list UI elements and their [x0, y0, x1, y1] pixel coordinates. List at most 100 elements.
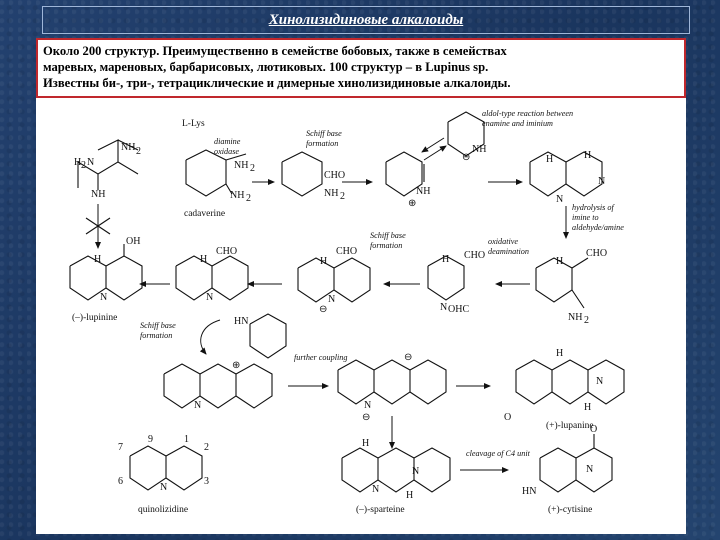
svg-text:N: N: [100, 292, 107, 303]
svg-text:2: 2: [250, 163, 255, 174]
svg-text:H: H: [442, 254, 449, 265]
lupinine-label: (–)-lupinine: [72, 312, 117, 323]
svg-text:O: O: [504, 412, 511, 423]
svg-text:H: H: [200, 254, 207, 265]
svg-text:NH: NH: [121, 142, 135, 153]
svg-text:2: 2: [204, 442, 209, 453]
svg-text:H: H: [406, 490, 413, 501]
svg-text:9: 9: [148, 434, 153, 445]
svg-text:N: N: [206, 292, 213, 303]
svg-text:H: H: [546, 154, 553, 165]
slide-title: Хинолизидиновые алкалоиды: [42, 6, 690, 34]
svg-text:N: N: [598, 176, 605, 187]
svg-text:⊕: ⊕: [232, 360, 240, 371]
svg-text:N: N: [328, 294, 335, 305]
step-diamine-oxidase-1: diamine: [214, 137, 241, 146]
piperidine-structure: HN: [234, 313, 287, 359]
svg-text:⊕: ⊕: [408, 198, 416, 209]
quinolizidine-aldehyde-structure: CHO H N: [175, 246, 249, 303]
step-schiff-2a: Schiff base: [370, 231, 406, 240]
cadaverine-label: cadaverine: [184, 209, 225, 219]
svg-text:N: N: [586, 464, 593, 475]
svg-text:2: 2: [136, 146, 141, 157]
svg-text:NH: NH: [324, 188, 338, 199]
lupanine-label: (+)-lupanine: [546, 420, 594, 431]
svg-text:N: N: [556, 194, 563, 205]
start-label: L-Lys: [182, 119, 205, 129]
svg-text:N: N: [596, 376, 603, 387]
svg-text:⊖: ⊖: [319, 304, 327, 315]
description-line-3: Известны би-, три-, тетрациклические и д…: [43, 76, 511, 90]
svg-text:N: N: [372, 484, 379, 495]
cytisine-label: (+)-cytisine: [548, 504, 592, 515]
step-schiff-1b: formation: [306, 139, 338, 148]
svg-text:⊖: ⊖: [362, 412, 370, 423]
svg-text:H: H: [362, 438, 369, 449]
step-hydrolysis-1: hydrolysis of: [572, 203, 615, 212]
step-schiff-2b: formation: [370, 241, 402, 250]
svg-text:N: N: [412, 466, 419, 477]
description-box: Около 200 структур. Преимущественно в се…: [36, 38, 686, 98]
step-aldol-1: aldol-type reaction between: [482, 109, 573, 118]
svg-text:N: N: [440, 302, 447, 313]
svg-text:H: H: [320, 256, 327, 267]
step-schiff-1a: Schiff base: [306, 129, 342, 138]
svg-text:H: H: [556, 348, 563, 359]
svg-text:2: 2: [81, 160, 86, 171]
svg-text:N: N: [194, 400, 201, 411]
svg-text:NH: NH: [568, 312, 582, 323]
svg-text:2: 2: [584, 315, 589, 326]
lupanine-structure: H H O N: [504, 348, 625, 423]
piperideine-structure: NH ⊕ NH ⊖: [385, 111, 486, 209]
step-aldol-2: enamine and iminium: [482, 119, 553, 128]
svg-text:⊖: ⊖: [462, 152, 470, 163]
svg-text:CHO: CHO: [464, 250, 485, 261]
svg-text:N: N: [87, 157, 94, 168]
step-diamine-oxidase-2: oxidase: [214, 147, 239, 156]
svg-text:O: O: [590, 424, 597, 435]
sparteine-structure: H H N N: [341, 438, 451, 501]
step-oxidative-1: oxidative: [488, 237, 518, 246]
svg-text:NH: NH: [230, 190, 244, 201]
svg-text:N: N: [160, 482, 167, 493]
sparteine-label: (–)-sparteine: [356, 504, 405, 515]
step-schiff-3a: Schiff base: [140, 321, 176, 330]
step-hydrolysis-3: aldehyde/amine: [572, 223, 624, 232]
step-schiff-3b: formation: [140, 331, 172, 340]
svg-text:OHC: OHC: [448, 304, 469, 315]
cytisine-structure: O HN N: [522, 424, 613, 497]
step-oxidative-2: deamination: [488, 247, 529, 256]
svg-text:H: H: [584, 402, 591, 413]
svg-text:HN: HN: [522, 486, 536, 497]
svg-text:CHO: CHO: [216, 246, 237, 257]
lupinine-structure: OH H N: [69, 236, 143, 303]
svg-text:NH: NH: [472, 144, 486, 155]
step-cleavage: cleavage of C4 unit: [466, 449, 531, 458]
quinolizidine-structure: N 7 6 9 2 3 1: [118, 434, 209, 493]
svg-text:NH: NH: [416, 186, 430, 197]
arrow-curved: [199, 319, 221, 355]
svg-text:CHO: CHO: [586, 248, 607, 259]
svg-text:H: H: [74, 157, 81, 168]
svg-text:CHO: CHO: [324, 170, 345, 181]
svg-text:H: H: [94, 254, 101, 265]
svg-text:1: 1: [184, 434, 189, 445]
step-hydrolysis-2: imine to: [572, 213, 599, 222]
svg-text:⊖: ⊖: [404, 352, 412, 363]
tetracyclic-intermediate-structure: ⊖ N ⊖: [337, 352, 447, 423]
tricyclic-iminium-structure: N ⊕: [163, 360, 273, 411]
svg-text:N: N: [364, 400, 371, 411]
step-further-coupling: further coupling: [294, 353, 347, 362]
svg-text:3: 3: [204, 476, 209, 487]
svg-text:2: 2: [246, 193, 251, 204]
tetrahydroanabasine-structure: H H N N: [529, 150, 605, 205]
svg-text:CHO: CHO: [336, 246, 357, 257]
svg-text:HN: HN: [234, 316, 248, 327]
svg-text:6: 6: [118, 476, 123, 487]
svg-text:NH: NH: [91, 189, 105, 200]
